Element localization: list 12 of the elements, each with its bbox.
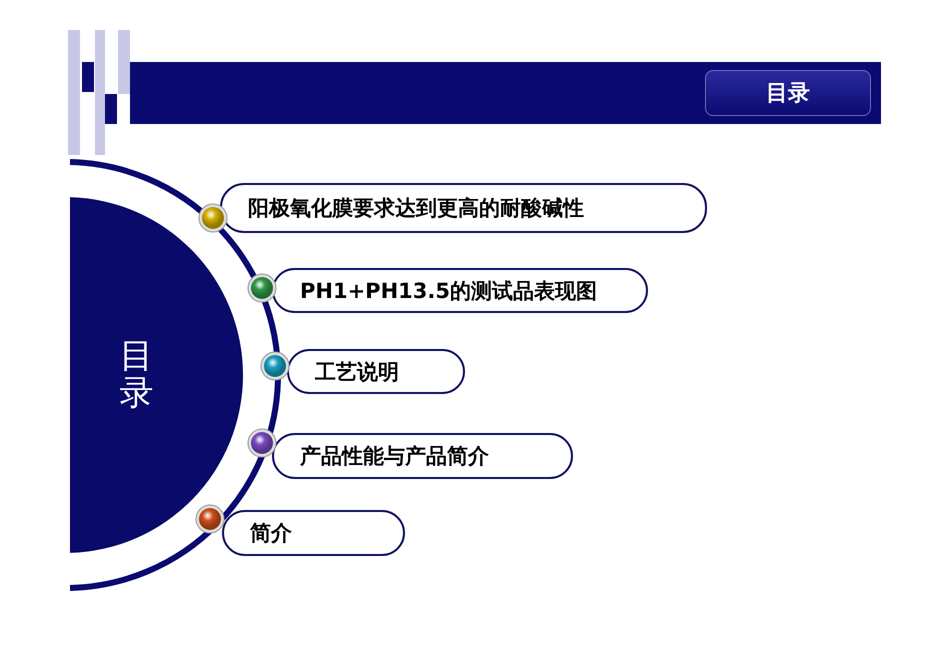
- header-button: 目录: [705, 70, 871, 116]
- menu-text: 阳极氧化膜要求达到更高的耐酸碱性: [248, 195, 584, 222]
- menu-text: 工艺说明: [315, 358, 399, 386]
- menu-item: [272, 433, 573, 479]
- menu-text: 简介: [250, 520, 292, 547]
- menu-text: PH1+PH13.5的测试品表现图: [300, 278, 597, 304]
- vertical-title: 目录: [120, 338, 154, 412]
- menu-text: 产品性能与产品简介: [300, 443, 489, 470]
- menu-item: [272, 268, 648, 313]
- menu-item: [220, 183, 707, 233]
- menu-item: [222, 510, 405, 556]
- menu-item: [287, 349, 465, 394]
